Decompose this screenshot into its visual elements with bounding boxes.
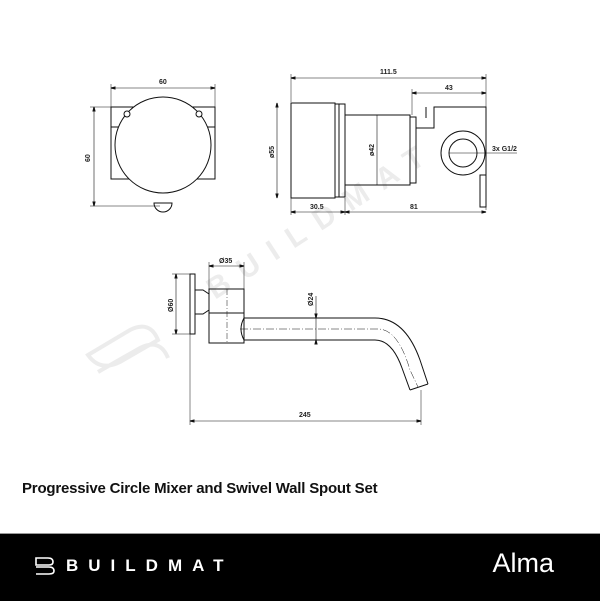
- spout-length-label: 245: [299, 412, 311, 419]
- side-view: [275, 74, 517, 215]
- brand-name: BUILDMAT: [66, 556, 234, 575]
- product-line: Alma: [492, 548, 554, 578]
- product-title: Progressive Circle Mixer and Swivel Wall…: [22, 480, 378, 497]
- svg-text:BUILDMAT: BUILDMAT: [201, 133, 442, 306]
- front-width-label: 60: [159, 79, 167, 86]
- body-diameter-label: ø55: [269, 146, 276, 158]
- front-view: [90, 84, 216, 213]
- overall-length-label: 111.5: [380, 69, 397, 76]
- rear-depth-label: 81: [410, 204, 418, 211]
- outlet-label: 3x G1/2: [492, 146, 517, 153]
- valve-diameter-label: ø42: [369, 144, 376, 156]
- pipe-diameter-label: Ø24: [308, 293, 315, 306]
- bracket-width-label: 43: [445, 85, 453, 92]
- flange-diameter-label: Ø60: [168, 299, 175, 312]
- spout-body-diameter-label: Ø35: [219, 258, 232, 265]
- spout-view: [172, 262, 429, 425]
- footer-bar: BUILDMAT Alma: [0, 533, 600, 601]
- front-depth-label: 30.5: [310, 204, 324, 211]
- technical-drawing: BUILDMAT: [85, 69, 517, 425]
- brand-logo: BUILDMAT: [34, 556, 234, 576]
- buildmat-logo-icon: [35, 557, 55, 575]
- front-height-label: 60: [85, 154, 92, 162]
